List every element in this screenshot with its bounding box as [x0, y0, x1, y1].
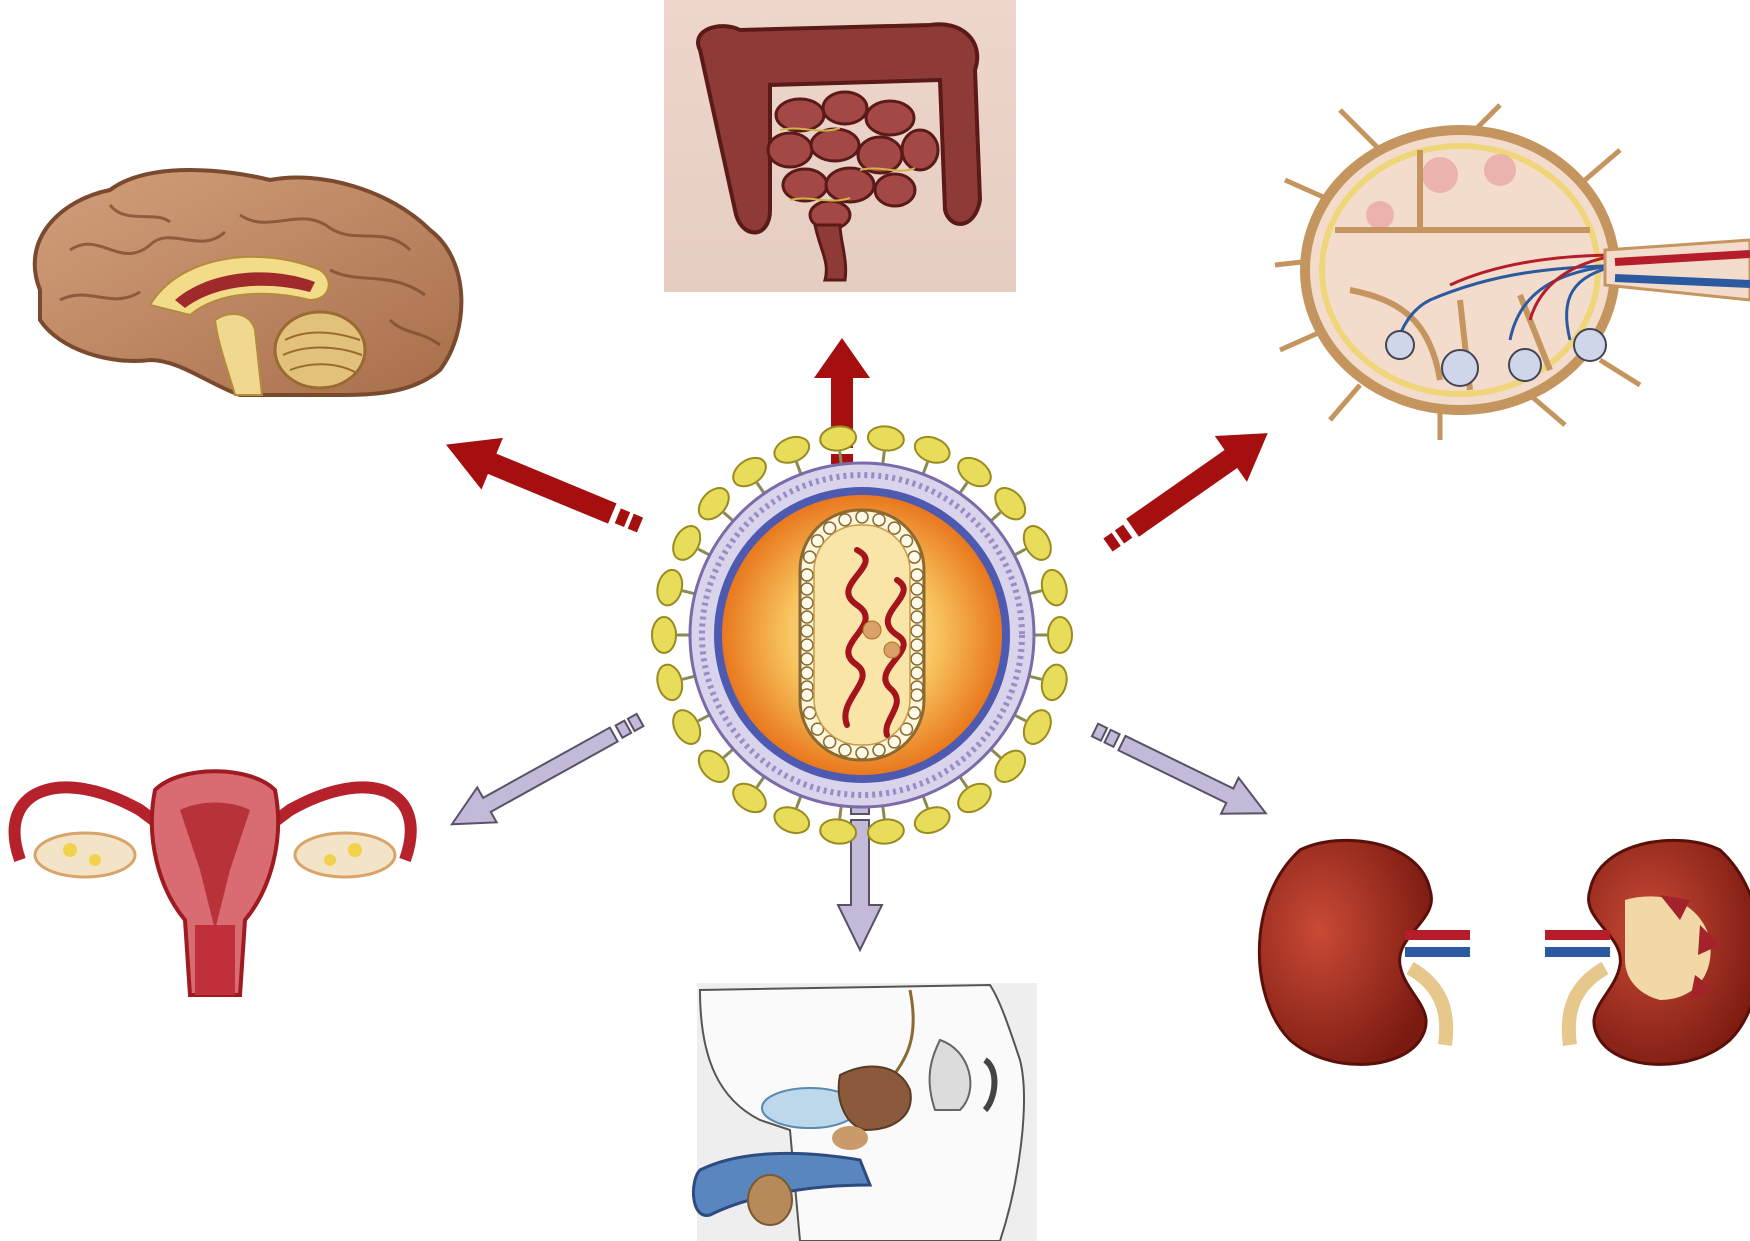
- envelope-spike: [957, 456, 992, 488]
- envelope-spike: [697, 487, 730, 521]
- capsid-bead: [810, 722, 825, 736]
- capsid-bead: [800, 610, 814, 624]
- capsid-bead: [872, 513, 886, 527]
- capsid-bead: [855, 510, 869, 524]
- arrow-to-lymph-node: [1103, 433, 1268, 552]
- capsid-bead: [838, 513, 852, 527]
- capsid-bead: [887, 735, 902, 749]
- capsid-bead: [800, 596, 814, 610]
- capsid-bead: [910, 652, 924, 666]
- capsid-bead: [855, 746, 869, 760]
- capsid-bead: [899, 722, 914, 736]
- envelope-spike: [1022, 525, 1052, 561]
- envelope-spike: [819, 818, 858, 845]
- envelope-spike: [732, 782, 767, 814]
- capsid-bead: [802, 706, 817, 720]
- envelope-spike: [651, 616, 677, 654]
- envelope-spike: [1047, 616, 1073, 654]
- capsid-bead: [907, 550, 922, 564]
- capsid-bead: [800, 582, 814, 596]
- capsid-beads: [800, 510, 924, 760]
- envelope-spike: [819, 425, 858, 452]
- envelope-spike: [672, 525, 702, 561]
- envelope-spike: [866, 818, 905, 845]
- envelope-spike: [773, 435, 811, 464]
- arrow-to-kidney: [1090, 722, 1268, 815]
- envelope-spike: [866, 425, 905, 452]
- envelope-spike: [957, 782, 992, 814]
- capsid-bead: [910, 610, 924, 624]
- capsid-bead: [800, 652, 814, 666]
- kidney-icon: [1257, 838, 1750, 1066]
- virus-particle-icon: [651, 425, 1073, 845]
- capsid-bead: [800, 624, 814, 638]
- uterus-icon: [8, 769, 417, 997]
- capsid-bead: [800, 688, 814, 702]
- arrow-to-brain: [445, 437, 644, 533]
- arrow-to-uterus: [450, 712, 645, 826]
- capsid-bead: [838, 743, 852, 757]
- rna-strand-icon: [882, 577, 907, 738]
- capsid-bead: [910, 638, 924, 652]
- capsid-bead: [822, 521, 837, 535]
- envelope-spike: [913, 435, 951, 464]
- virus-spikes: [651, 425, 1073, 845]
- envelope-spike: [697, 749, 730, 783]
- envelope-spike: [1022, 709, 1052, 745]
- capsid-bead: [910, 624, 924, 638]
- arrow-to-intestine: [814, 338, 870, 478]
- capsid-bead: [887, 521, 902, 535]
- capsid-bead: [910, 666, 924, 680]
- male-reproductive-icon: [691, 983, 1037, 1241]
- capsid-bead: [910, 596, 924, 610]
- rna-strand-icon: [842, 547, 869, 728]
- envelope-spike: [994, 487, 1027, 521]
- capsid-bead: [800, 666, 814, 680]
- envelope-spike: [773, 806, 811, 835]
- envelope-spike: [732, 456, 767, 488]
- intestine-icon: [664, 0, 1016, 292]
- envelope-spike: [1040, 568, 1068, 607]
- arrow-to-male-reproductive: [836, 789, 884, 953]
- envelope-spike: [994, 749, 1027, 783]
- capsid-bead: [810, 534, 825, 548]
- envelope-spike: [672, 709, 702, 745]
- envelope-spike: [1040, 663, 1068, 702]
- capsid-bead: [907, 706, 922, 720]
- envelope-spike: [913, 806, 951, 835]
- capsid-bead: [899, 534, 914, 548]
- capsid-bead: [910, 688, 924, 702]
- capsid-bead: [822, 735, 837, 749]
- capsid-bead: [910, 568, 924, 582]
- envelope-spike: [656, 568, 684, 607]
- capsid-bead: [910, 582, 924, 596]
- capsid-bead: [872, 743, 886, 757]
- capsid-bead: [800, 638, 814, 652]
- lymph-node-icon: [1274, 103, 1750, 440]
- brain-icon: [32, 168, 464, 397]
- capsid-bead: [800, 568, 814, 582]
- capsid-bead: [802, 550, 817, 564]
- envelope-spike: [656, 663, 684, 702]
